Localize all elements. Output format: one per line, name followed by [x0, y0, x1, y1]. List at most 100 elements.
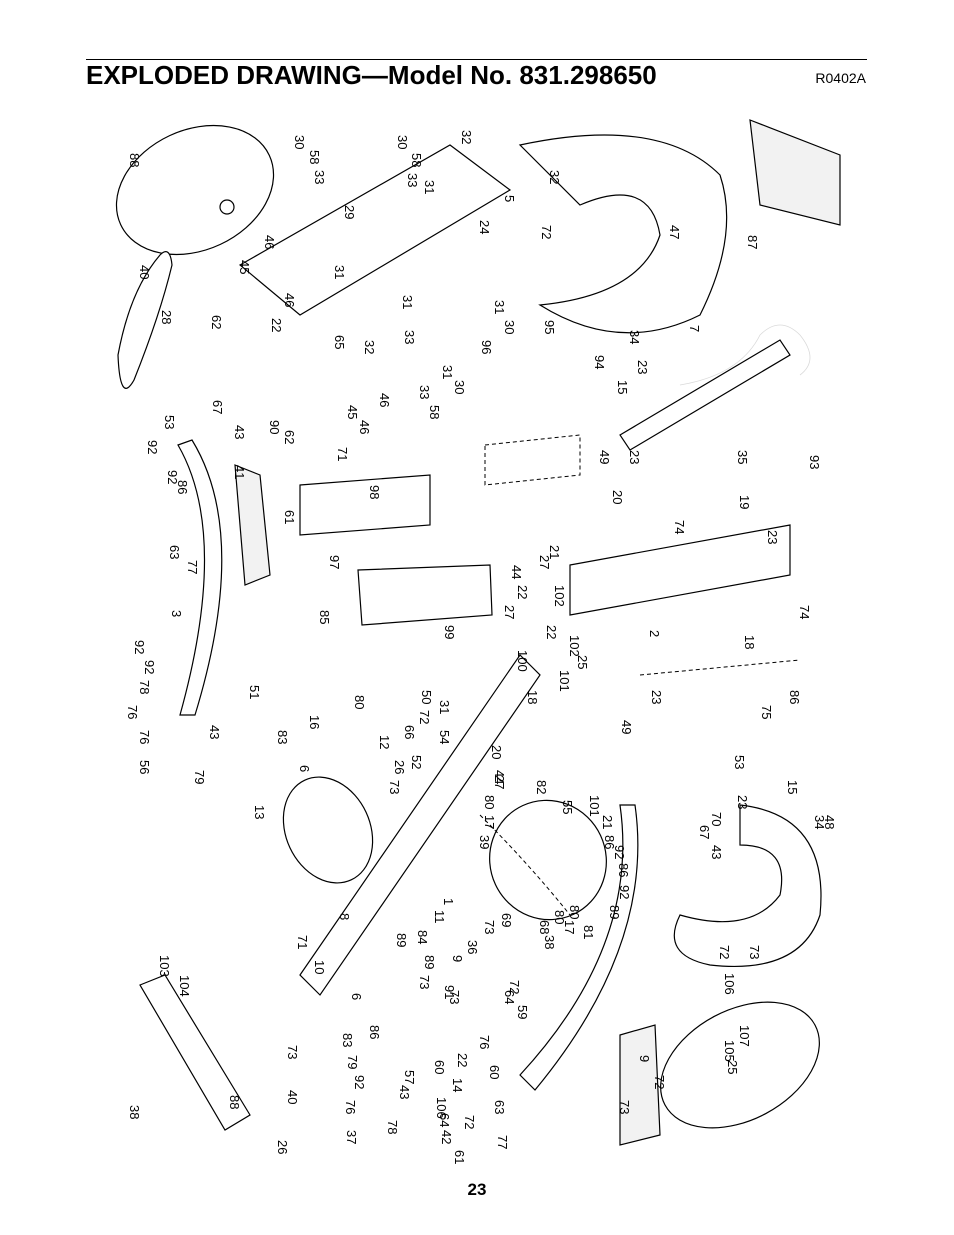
part-number-label: 100: [515, 650, 530, 672]
part-number-label: 56: [137, 760, 152, 774]
part-number-label: 32: [547, 170, 562, 184]
part-number-label: 76: [137, 730, 152, 744]
part-number-label: 89: [394, 933, 409, 947]
part-number-label: 51: [247, 685, 262, 699]
part-number-label: 29: [342, 205, 357, 219]
part-number-label: 106: [722, 973, 737, 995]
part-number-label: 96: [479, 340, 494, 354]
part-number-label: 27: [537, 555, 552, 569]
part-number-label: 1: [441, 898, 456, 905]
part-number-label: 46: [262, 235, 277, 249]
part-number-label: 74: [672, 520, 687, 534]
part-number-label: 2: [647, 630, 662, 637]
header-rule: [86, 59, 867, 60]
part-number-label: 30: [502, 320, 517, 334]
part-number-label: 34: [627, 330, 642, 344]
part-number-label: 23: [735, 795, 750, 809]
part-number-label: 53: [162, 415, 177, 429]
part-number-label: 37: [344, 1130, 359, 1144]
part-number-label: 103: [157, 955, 172, 977]
part-number-label: 76: [477, 1035, 492, 1049]
part-number-label: 72: [539, 225, 554, 239]
page-title: EXPLODED DRAWING—Model No. 831.298650: [86, 60, 657, 90]
part-number-label: 33: [417, 385, 432, 399]
part-number-label: 40: [137, 265, 152, 279]
part-number-label: 54: [437, 730, 452, 744]
part-number-label: 92: [145, 440, 160, 454]
part-number-label: 77: [185, 560, 200, 574]
part-number-label: 28: [159, 310, 174, 324]
part-number-label: 31: [440, 365, 455, 379]
part-number-label: 73: [417, 975, 432, 989]
part-number-label: 66: [402, 725, 417, 739]
part-number-label: 18: [525, 690, 540, 704]
part-number-label: 43: [397, 1085, 412, 1099]
part-number-label: 34: [812, 815, 827, 829]
part-number-label: 42: [439, 1130, 454, 1144]
part-number-label: 87: [745, 235, 760, 249]
part-number-label: 86: [616, 863, 631, 877]
part-number-label: 73: [285, 1045, 300, 1059]
part-number-label: 89: [422, 955, 437, 969]
part-number-label: 67: [210, 400, 225, 414]
part-number-label: 61: [282, 510, 297, 524]
part-number-label: 52: [409, 755, 424, 769]
part-number-label: 80: [552, 910, 567, 924]
part-number-label: 105: [722, 1040, 737, 1062]
part-number-label: 23: [649, 690, 664, 704]
part-number-label: 98: [367, 485, 382, 499]
part-number-label: 23: [635, 360, 650, 374]
part-number-label: 46: [282, 293, 297, 307]
part-number-label: 26: [275, 1140, 290, 1154]
part-number-label: 94: [592, 355, 607, 369]
part-number-label: 50: [419, 690, 434, 704]
part-number-label: 92: [612, 845, 627, 859]
part-number-label: 63: [167, 545, 182, 559]
part-number-label: 77: [495, 1135, 510, 1149]
part-number-label: 43: [709, 845, 724, 859]
part-number-label: 20: [610, 490, 625, 504]
part-number-label: 17: [482, 815, 497, 829]
part-number-label: 55: [560, 800, 575, 814]
part-number-label: 22: [269, 318, 284, 332]
part-number-label: 44: [492, 770, 507, 784]
part-number-label: 92: [352, 1075, 367, 1089]
part-number-label: 60: [487, 1065, 502, 1079]
part-number-label: 15: [615, 380, 630, 394]
part-number-label: 57: [402, 1070, 417, 1084]
part-number-label: 23: [765, 530, 780, 544]
part-number-label: 69: [499, 913, 514, 927]
part-number-label: 107: [737, 1025, 752, 1047]
part-number-label: 101: [587, 795, 602, 817]
part-number-label: 20: [489, 745, 504, 759]
part-number-label: 48: [822, 815, 837, 829]
part-number-label: 22: [515, 585, 530, 599]
part-number-label: 97: [327, 555, 342, 569]
part-number-label: 39: [477, 835, 492, 849]
part-number-label: 82: [534, 780, 549, 794]
part-number-label: 31: [332, 265, 347, 279]
part-number-label: 81: [581, 925, 596, 939]
part-number-label: 41: [232, 465, 247, 479]
part-number-label: 101: [557, 670, 572, 692]
part-number-label: 26: [392, 760, 407, 774]
part-number-label: 9: [450, 955, 465, 962]
part-number-label: 30: [292, 135, 307, 149]
part-number-label: 46: [357, 420, 372, 434]
part-number-label: 80: [352, 695, 367, 709]
part-number-label: 106: [434, 1097, 449, 1119]
part-number-label: 90: [267, 420, 282, 434]
part-number-label: 73: [447, 990, 462, 1004]
part-number-label: 68: [537, 920, 552, 934]
part-number-label: 22: [544, 625, 559, 639]
part-number-label: 72: [507, 980, 522, 994]
part-number-label: 71: [295, 935, 310, 949]
part-number-label: 72: [717, 945, 732, 959]
part-number-label: 49: [619, 720, 634, 734]
part-number-label: 92: [617, 885, 632, 899]
part-number-label: 74: [797, 605, 812, 619]
part-number-label: 78: [385, 1120, 400, 1134]
part-number-label: 73: [482, 920, 497, 934]
part-number-label: 79: [345, 1055, 360, 1069]
